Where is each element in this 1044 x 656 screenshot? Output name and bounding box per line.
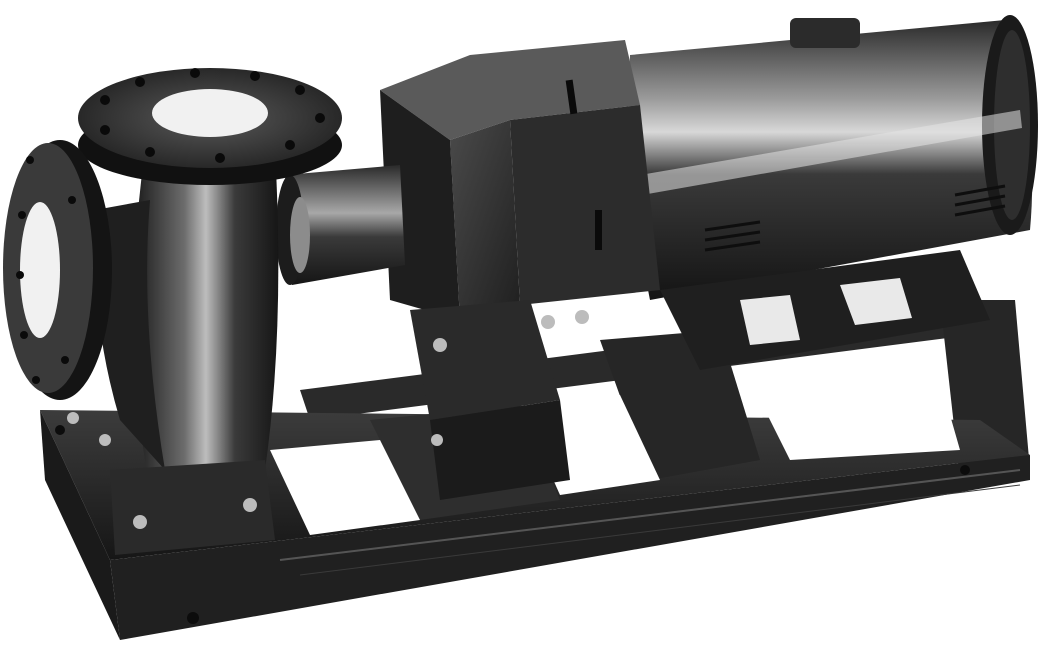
flange-bolt-holes <box>16 156 76 384</box>
pump-shaft-housing <box>276 165 405 285</box>
motor-vents <box>704 184 1006 252</box>
coupling-guard <box>380 40 660 500</box>
electric-motor <box>629 15 1038 370</box>
bolt-hole <box>187 612 199 624</box>
discharge-flange <box>78 68 342 185</box>
bolt-hole <box>55 425 65 435</box>
mount-bolts <box>431 310 589 446</box>
bolt-hole <box>960 465 970 475</box>
suction-flange <box>3 140 112 400</box>
flange-bolt-holes <box>100 68 325 163</box>
